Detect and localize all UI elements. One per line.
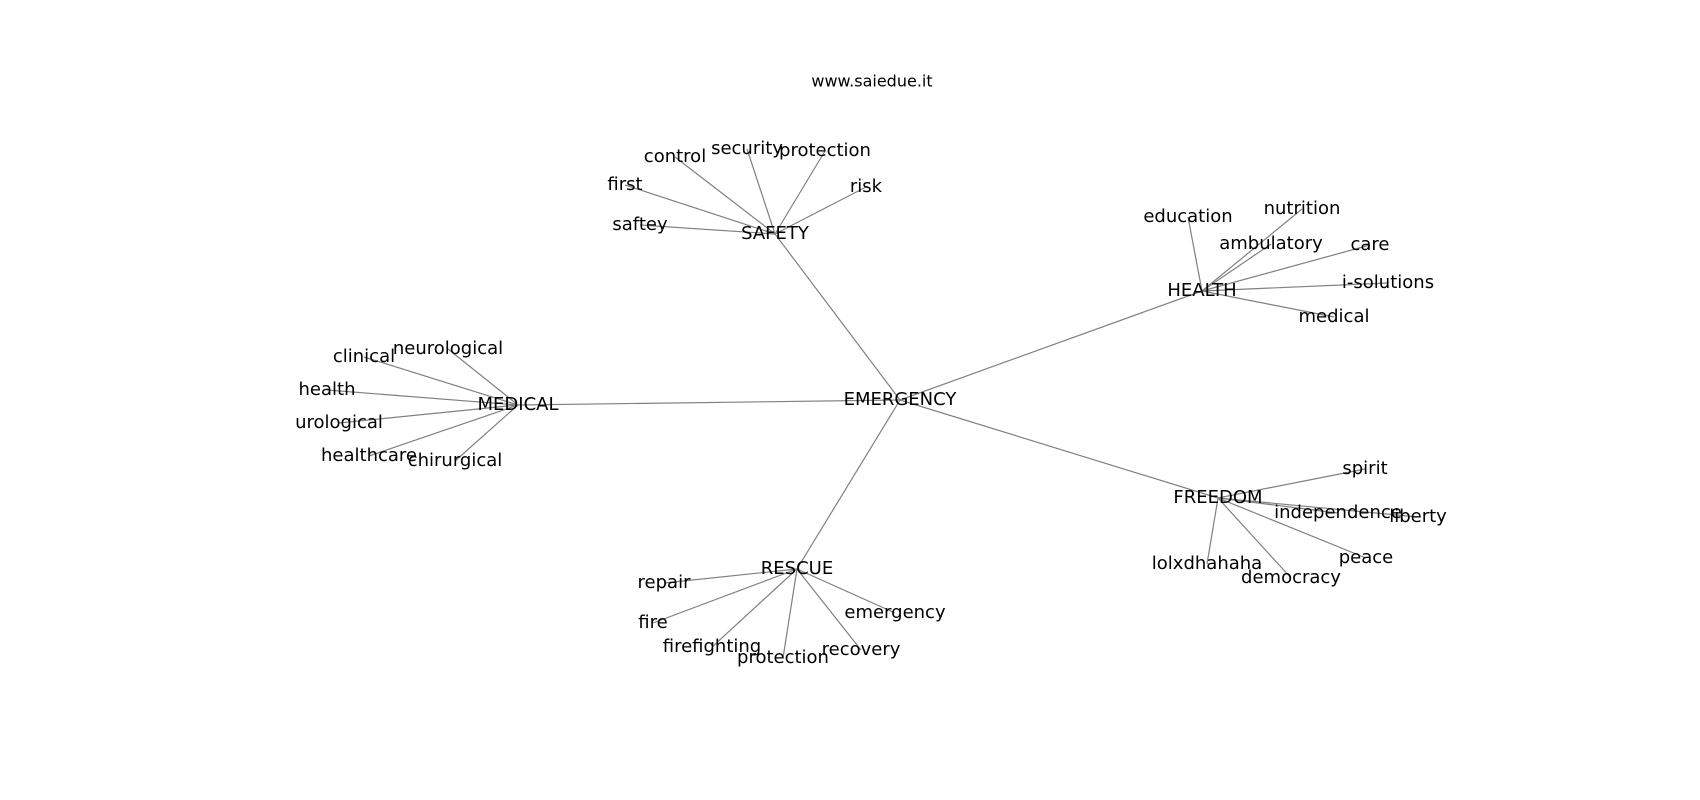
node-s-first: first	[607, 174, 642, 195]
edge-health-h_medical	[1201, 290, 1335, 318]
edge-rescue-r_fire	[652, 568, 798, 624]
node-f-peace: peace	[1339, 547, 1394, 568]
edge-medical-m_health	[326, 389, 519, 406]
edge-safety-s_security	[746, 148, 776, 235]
edge-emergency-freedom	[899, 399, 1219, 499]
node-s-saftey: saftey	[612, 214, 668, 235]
node-h-care: care	[1350, 234, 1389, 255]
edge-rescue-r_firefighting	[711, 568, 798, 648]
node-h-education: education	[1143, 206, 1232, 227]
node-s-control: control	[644, 146, 706, 167]
edge-medical-m_neurological	[447, 348, 519, 406]
node-r-repair: repair	[638, 572, 692, 593]
edge-safety-s_protection	[774, 150, 826, 235]
edge-rescue-r_recovery	[796, 568, 862, 651]
node-f-liberty: liberty	[1389, 506, 1447, 527]
node-m-healthcare: healthcare	[321, 445, 417, 466]
edge-rescue-r_repair	[663, 568, 798, 584]
node-f-spirit: spirit	[1342, 458, 1387, 479]
node-s-protection: protection	[779, 140, 871, 161]
edge-safety-s_control	[674, 156, 776, 235]
edge-freedom-f_liberty	[1217, 497, 1419, 518]
node-r-fire: fire	[638, 612, 667, 633]
edge-health-h_isolutions	[1201, 282, 1389, 292]
edge-rescue-r_protection	[782, 568, 798, 659]
edge-emergency-medical	[517, 399, 901, 406]
edge-freedom-f_democracy	[1217, 497, 1292, 579]
edge-rescue-r_emergency	[796, 568, 896, 614]
node-emergency: EMERGENCY	[844, 389, 958, 410]
edge-freedom-f_spirit	[1217, 468, 1366, 499]
edges-layer	[326, 148, 1419, 659]
labels-layer: EMERGENCY SAFETY HEALTH MEDICAL FREEDOM RESCU…	[295, 138, 1447, 668]
node-s-risk: risk	[850, 176, 883, 197]
node-m-urological: urological	[295, 412, 383, 433]
edge-health-h_nutrition	[1201, 208, 1303, 292]
node-safety: SAFETY	[741, 223, 810, 244]
node-m-health: health	[299, 379, 356, 400]
edge-emergency-safety	[774, 233, 901, 401]
node-h-ambulatory: ambulatory	[1219, 233, 1323, 254]
edge-medical-m_clinical	[363, 356, 519, 406]
edge-freedom-f_peace	[1217, 497, 1367, 559]
node-h-nutrition: nutrition	[1264, 198, 1341, 219]
node-h-medical: medical	[1299, 306, 1370, 327]
edge-safety-s_saftey	[639, 224, 776, 235]
edge-emergency-rescue	[796, 399, 901, 570]
node-h-isolutions: i-solutions	[1342, 272, 1434, 293]
edge-medical-m_chirurgical	[454, 404, 519, 462]
node-f-lolxdhahaha: lolxdhahaha	[1152, 553, 1262, 574]
edge-safety-s_risk	[774, 186, 867, 235]
node-r-emergency: emergency	[844, 602, 946, 623]
node-m-neurological: neurological	[393, 338, 503, 359]
node-rescue: RESCUE	[761, 558, 833, 579]
edge-health-h_care	[1201, 244, 1371, 292]
edge-medical-m_urological	[338, 404, 519, 424]
node-m-clinical: clinical	[333, 346, 395, 367]
node-f-democracy: democracy	[1241, 567, 1341, 588]
node-s-security: security	[711, 138, 783, 159]
node-f-independence: independence	[1274, 502, 1402, 523]
node-r-firefighting: firefighting	[663, 636, 761, 657]
edge-medical-m_healthcare	[368, 404, 519, 457]
node-medical: MEDICAL	[478, 394, 559, 415]
edge-safety-s_first	[624, 184, 776, 235]
node-m-chirurgical: chirurgical	[408, 450, 503, 471]
node-r-protection: protection	[737, 647, 829, 668]
diagram-title: www.saiedue.it	[811, 72, 932, 91]
edge-freedom-f_lolxdhahaha	[1206, 497, 1219, 565]
node-freedom: FREEDOM	[1173, 487, 1262, 508]
node-health: HEALTH	[1167, 280, 1236, 301]
edge-health-h_ambulatory	[1201, 243, 1272, 292]
edge-emergency-health	[899, 290, 1203, 401]
node-r-recovery: recovery	[822, 639, 901, 660]
edge-health-h_education	[1187, 216, 1203, 292]
